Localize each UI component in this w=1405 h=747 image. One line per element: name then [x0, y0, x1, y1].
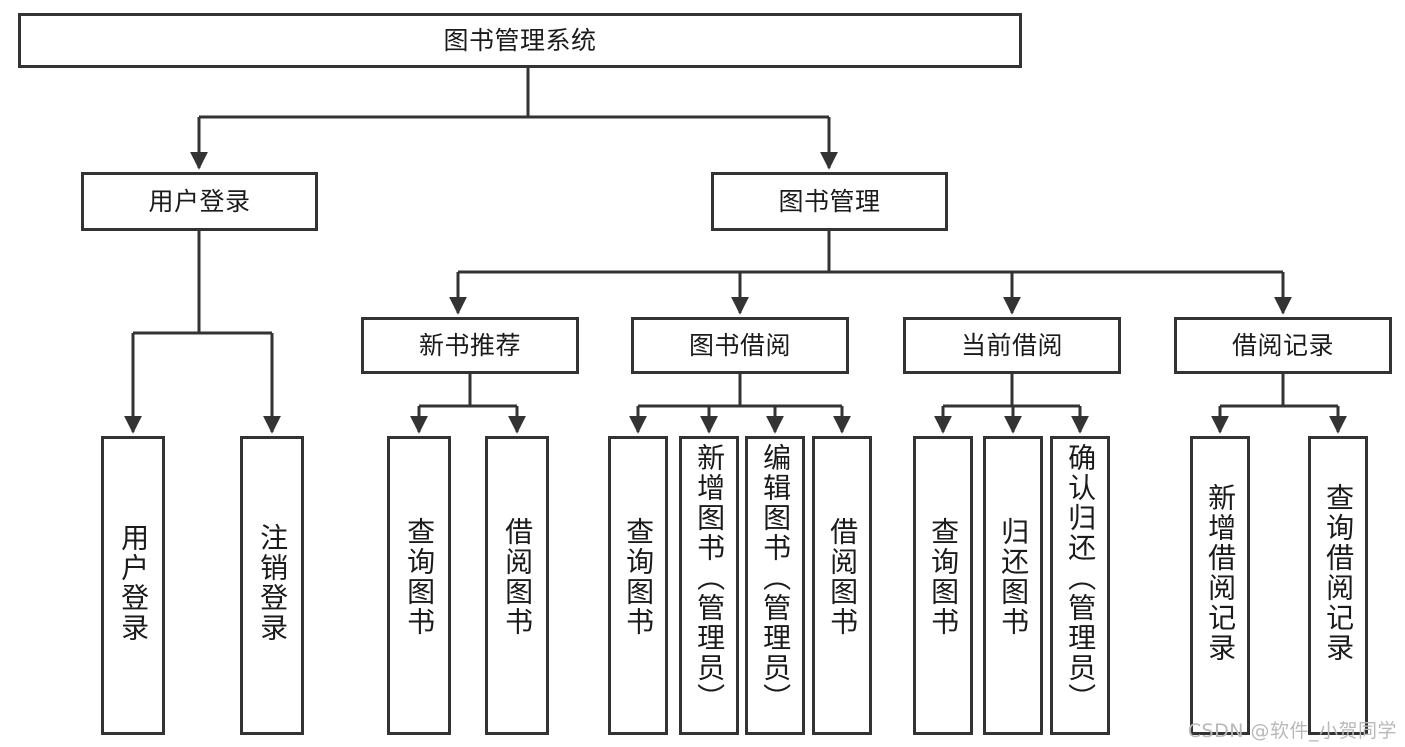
node-leaf-query-borrow-record-label: 查询借阅记录	[1322, 483, 1356, 663]
node-leaf-user-login[interactable]: 用户登录	[101, 436, 165, 735]
node-leaf-user-logout[interactable]: 注销登录	[240, 436, 304, 735]
node-leaf-add-borrow-record-label: 新增借阅记录	[1204, 483, 1238, 663]
node-leaf-borrow-book-borrow[interactable]: 借阅图书	[812, 436, 872, 735]
node-book-management-label: 图书管理	[778, 186, 881, 216]
node-leaf-add-book-admin[interactable]: 新增图书（管理员）	[679, 436, 739, 735]
node-leaf-add-book-admin-label: 新增图书（管理员）	[693, 443, 727, 713]
node-book-management[interactable]: 图书管理	[711, 172, 948, 231]
node-borrow-record-label: 借阅记录	[1231, 330, 1334, 360]
node-user-login-label: 用户登录	[148, 186, 251, 216]
node-leaf-edit-book-admin[interactable]: 编辑图书（管理员）	[745, 436, 805, 735]
node-leaf-return-book-label: 归还图书	[997, 517, 1031, 637]
node-leaf-user-logout-label: 注销登录	[256, 523, 290, 643]
node-leaf-return-book[interactable]: 归还图书	[983, 436, 1043, 735]
node-root-label: 图书管理系统	[443, 25, 597, 55]
node-leaf-borrow-book-recommend[interactable]: 借阅图书	[485, 436, 549, 735]
node-current-borrow[interactable]: 当前借阅	[903, 317, 1121, 374]
node-root[interactable]: 图书管理系统	[18, 13, 1022, 68]
node-leaf-query-book-current[interactable]: 查询图书	[913, 436, 973, 735]
node-leaf-query-book-current-label: 查询图书	[927, 517, 961, 637]
node-leaf-borrow-book-recommend-label: 借阅图书	[501, 517, 535, 637]
node-book-borrow-label: 图书借阅	[688, 330, 791, 360]
node-leaf-confirm-return-admin[interactable]: 确认归还（管理员）	[1050, 436, 1110, 735]
node-leaf-borrow-book-borrow-label: 借阅图书	[826, 517, 860, 637]
node-leaf-query-book-borrow[interactable]: 查询图书	[608, 436, 668, 735]
node-current-borrow-label: 当前借阅	[960, 330, 1063, 360]
node-leaf-query-borrow-record[interactable]: 查询借阅记录	[1308, 436, 1368, 735]
node-new-book-recommend-label: 新书推荐	[418, 330, 521, 360]
node-leaf-edit-book-admin-label: 编辑图书（管理员）	[759, 443, 793, 713]
node-leaf-query-book-borrow-label: 查询图书	[622, 517, 656, 637]
node-leaf-user-login-label: 用户登录	[117, 523, 151, 643]
node-leaf-query-book-recommend[interactable]: 查询图书	[387, 436, 451, 735]
node-user-login[interactable]: 用户登录	[81, 172, 318, 231]
node-borrow-record[interactable]: 借阅记录	[1174, 317, 1392, 374]
node-book-borrow[interactable]: 图书借阅	[631, 317, 849, 374]
node-leaf-query-book-recommend-label: 查询图书	[403, 517, 437, 637]
node-new-book-recommend[interactable]: 新书推荐	[361, 317, 579, 374]
node-leaf-add-borrow-record[interactable]: 新增借阅记录	[1190, 436, 1250, 735]
node-leaf-confirm-return-admin-label: 确认归还（管理员）	[1064, 443, 1098, 713]
